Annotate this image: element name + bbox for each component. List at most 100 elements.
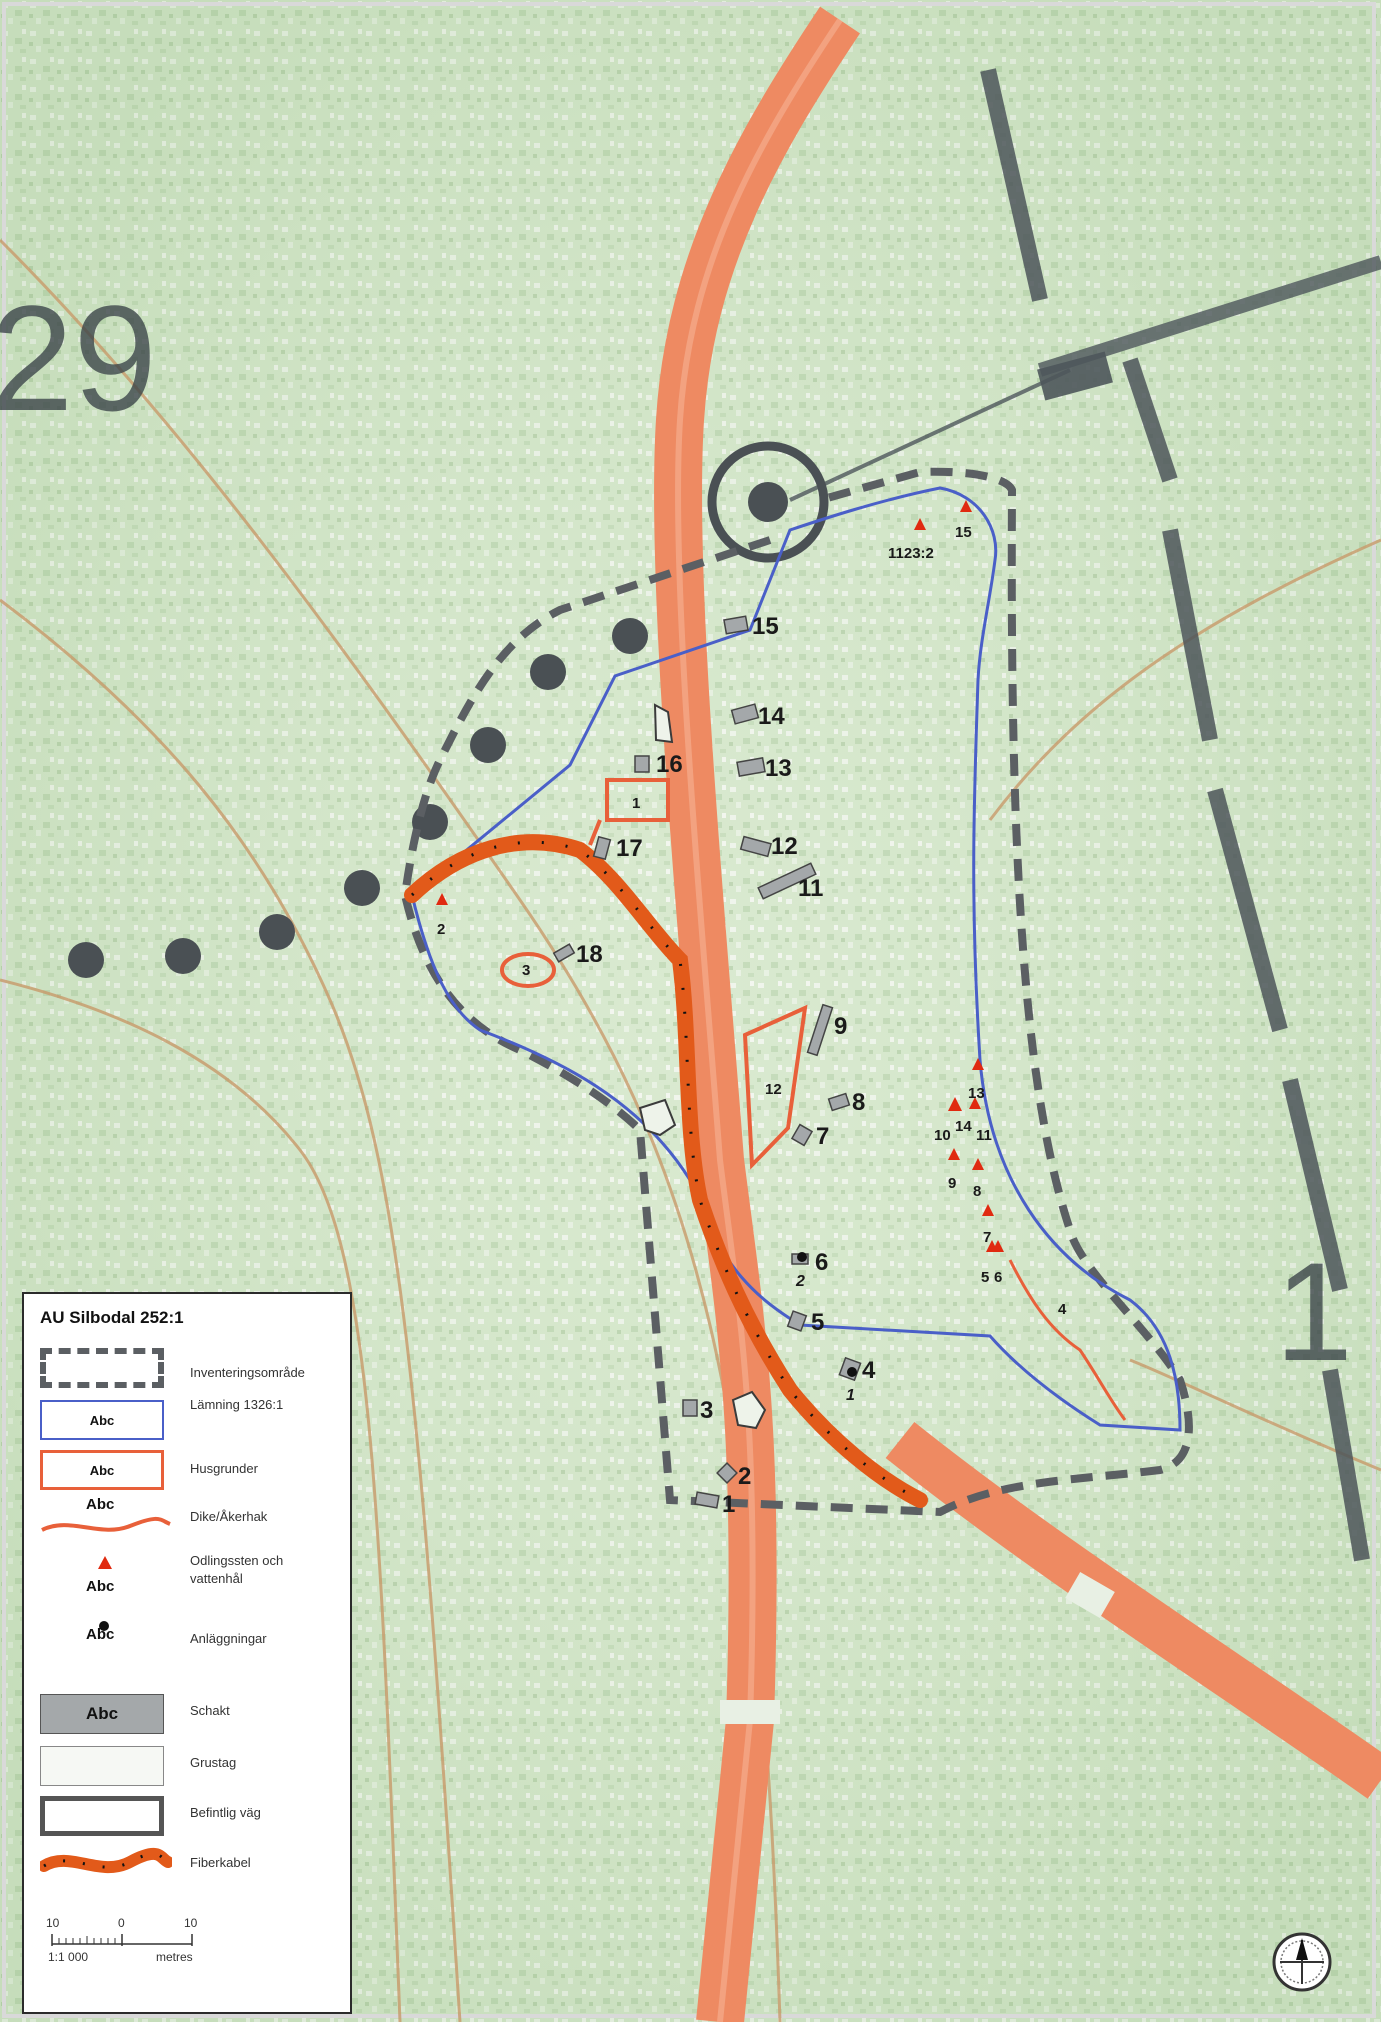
husgrund-1 [588, 778, 670, 846]
legend-label: Befintlig väg [190, 1805, 261, 1820]
schakt-label: 4 [862, 1357, 876, 1384]
odlingssten-label: 1123:2 [888, 545, 934, 562]
odlingssten-symbols [436, 500, 1004, 1252]
schakt [806, 1003, 834, 1057]
legend-label: Dike/Åkerhak [190, 1509, 268, 1524]
legend-symbol-dashed [40, 1348, 164, 1388]
odlingssten-label: 15 [955, 524, 972, 541]
schakt [634, 755, 650, 773]
scale-bar: 10 0 10 1:1 000 metres [44, 1916, 224, 1976]
schakt [736, 756, 766, 778]
legend-sample-text: Abc [86, 1496, 115, 1513]
property-lines [980, 68, 1370, 1562]
schakt-label: 1 [722, 1491, 735, 1518]
husgrund-label: 12 [765, 1081, 782, 1098]
schakt-label: 12 [771, 833, 798, 860]
odlingssten-label: 7 [983, 1229, 991, 1246]
schakt-label: 5 [811, 1309, 824, 1336]
legend-symbol-orange-line: Abc [40, 1494, 172, 1544]
odlingssten-labels: 1123:2 15 2 13 10 14 11 9 8 7 5 6 [437, 524, 1002, 1286]
legend-label: Schakt [190, 1703, 230, 1718]
schakt [739, 835, 772, 858]
schakt-label: 17 [616, 835, 643, 862]
legend-symbol-light [40, 1746, 164, 1786]
odlingssten-label: 9 [948, 1175, 956, 1192]
husgrund-labels: 1 3 12 4 [522, 795, 1067, 1318]
legend-symbol-grey: Abc [40, 1694, 164, 1734]
odlingssten-label: 8 [973, 1183, 981, 1200]
schakt [552, 943, 576, 963]
legend-symbol-fiber [38, 1842, 174, 1882]
legend-title: AU Silbodal 252:1 [40, 1308, 184, 1327]
schakt [716, 1462, 738, 1484]
anlaggningar-symbols [797, 1252, 857, 1377]
odlingssten-label: 6 [994, 1269, 1002, 1286]
schakt-label: 18 [576, 941, 603, 968]
odlingssten-label: 11 [976, 1127, 992, 1144]
odlingssten-label: 10 [934, 1127, 951, 1144]
legend-symbol-blue: Abc [40, 1400, 164, 1440]
dike-4 [1008, 1259, 1127, 1421]
husgrund-label: 3 [522, 962, 530, 979]
legend-label: Lämning 1326:1 [190, 1397, 284, 1412]
schakt [757, 862, 817, 900]
grustag [638, 703, 767, 1430]
lamning-boundary [410, 486, 1182, 1432]
schakt-label: 8 [852, 1089, 865, 1116]
schakt [786, 1310, 808, 1332]
odlingssten-label: 14 [955, 1118, 972, 1135]
legend-label: Odlingssten och vattenhål [190, 1553, 284, 1586]
husgrund-12 [742, 1004, 808, 1170]
map-legend: AU Silbodal 252:1 Inventeringsområde Abc… [22, 1292, 352, 2014]
odlingssten-label: 5 [981, 1269, 989, 1286]
scale-unit: metres [156, 1950, 193, 1964]
schakt-label: 9 [834, 1013, 847, 1040]
boundary-dots [68, 618, 648, 978]
legend-label: Husgrunder [190, 1461, 258, 1476]
legend-label: Anläggningar [190, 1631, 267, 1646]
schakt-label: 15 [752, 613, 779, 640]
background-number-left: 29 [0, 274, 157, 442]
husgrund-3 [500, 952, 556, 988]
legend-symbol-orange: Abc [40, 1450, 164, 1490]
scale-left: 10 [46, 1916, 60, 1930]
schakt-label: 16 [656, 751, 683, 778]
inventory-area [400, 467, 1193, 1517]
north-arrow-icon [1272, 1932, 1332, 1992]
schakt-label: 13 [765, 755, 792, 782]
schakt-labels: 15 14 13 16 17 12 11 18 9 8 7 6 5 4 3 2 … [576, 613, 876, 1518]
schakt-label: 2 [738, 1463, 751, 1490]
legend-sample-text: Abc [89, 1412, 115, 1428]
legend-label: Inventeringsområde [190, 1365, 305, 1380]
anlaggningar-labels: 2 1 [795, 1273, 855, 1404]
schakt [723, 615, 749, 635]
scale-mid: 0 [118, 1916, 125, 1930]
fiber-cable [404, 834, 928, 1508]
schakt-label: 6 [815, 1249, 828, 1276]
schakt-label: 3 [700, 1397, 713, 1424]
dike-label: 4 [1058, 1301, 1067, 1318]
husgrunder [500, 778, 808, 1170]
background-number-right: 1 [1275, 1233, 1353, 1390]
schakt-label: 7 [816, 1123, 829, 1150]
legend-sample-text: Abc [86, 1578, 115, 1595]
legend-symbol-dot: Abc [40, 1614, 172, 1654]
schakt [592, 835, 612, 861]
schakt-label: 14 [758, 703, 785, 730]
legend-symbol-triangle: Abc [40, 1550, 172, 1606]
legend-sample-text: Abc [89, 1462, 115, 1478]
schakt [730, 703, 760, 725]
schakt [827, 1092, 851, 1112]
anlaggning-label: 1 [846, 1387, 855, 1404]
husgrund-label: 1 [632, 795, 640, 812]
scale-ratio: 1:1 000 [48, 1950, 89, 1964]
legend-label: Grustag [190, 1755, 237, 1770]
cairn-symbol [707, 441, 829, 563]
schakt [682, 1399, 698, 1417]
odlingssten-label: 2 [437, 921, 445, 938]
odlingssten-label: 13 [968, 1085, 985, 1102]
scale-right: 10 [184, 1916, 198, 1930]
legend-sample-text: Abc [85, 1704, 119, 1723]
schakt-label: 11 [798, 875, 823, 902]
